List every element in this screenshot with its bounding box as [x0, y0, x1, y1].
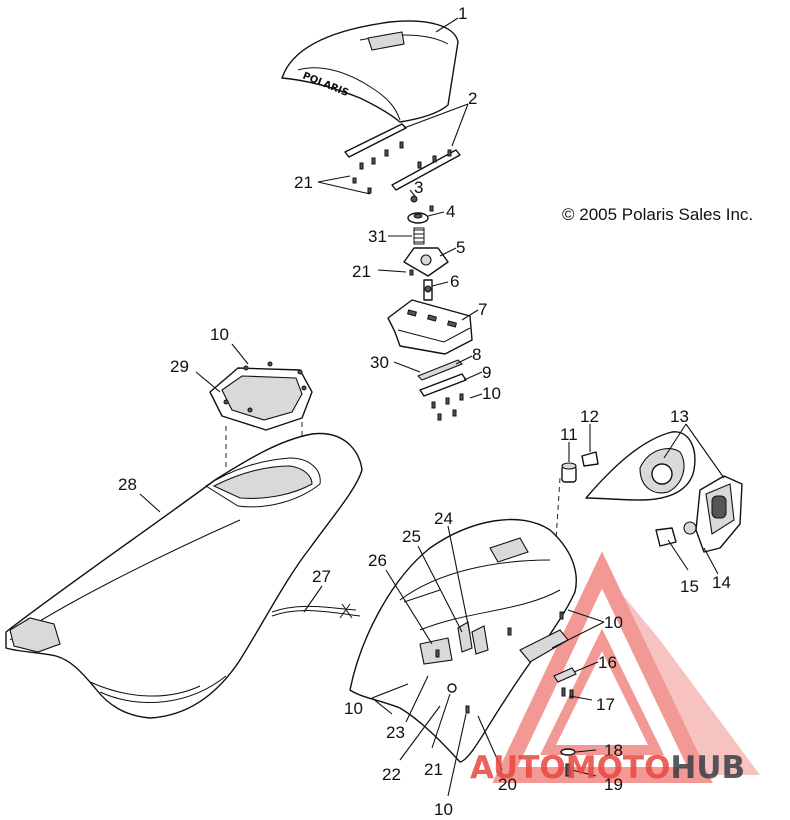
callout-29: 29	[170, 357, 189, 376]
callout-11: 11	[560, 425, 578, 444]
callout-6: 6	[450, 272, 459, 291]
callout-25: 25	[402, 527, 421, 546]
callout-13: 13	[670, 407, 689, 426]
callout-3: 3	[414, 178, 423, 197]
callout-15: 15	[680, 577, 699, 596]
callout-10c: 10	[604, 613, 623, 632]
callout-12: 12	[580, 407, 599, 426]
callout-22: 22	[382, 765, 401, 784]
part-main-seat	[5, 432, 363, 719]
callout-27: 27	[312, 567, 331, 586]
part-latch-plate	[387, 299, 473, 355]
callout-17: 17	[596, 695, 615, 714]
callout-18: 18	[604, 741, 623, 760]
callout-23: 23	[386, 723, 405, 742]
watermark-prefix: AUTO	[470, 750, 566, 786]
callout-1: 1	[458, 4, 467, 23]
callout-2: 2	[468, 89, 477, 108]
callout-10b: 10	[482, 384, 501, 403]
callout-9: 9	[482, 363, 491, 382]
part-latch-assembly	[403, 195, 449, 301]
callout-21c: 21	[424, 760, 443, 779]
part-plugs	[555, 451, 599, 541]
callout-7: 7	[478, 300, 487, 319]
callout-19: 19	[604, 775, 623, 794]
callout-26: 26	[368, 551, 387, 570]
callout-4: 4	[446, 202, 455, 221]
callout-30: 30	[370, 353, 389, 372]
callout-21: 21	[294, 173, 313, 192]
leader-lines	[139, 17, 725, 797]
callout-28: 28	[118, 475, 137, 494]
callout-16: 16	[598, 653, 617, 672]
callout-labels: 1 2 21 3 4 31 5 21 6 7 10 29 30 8 9 10 1…	[118, 4, 731, 819]
callout-5: 5	[456, 238, 465, 257]
watermark-logo	[492, 551, 760, 783]
part-taillight	[585, 431, 743, 553]
callout-10d: 10	[344, 699, 363, 718]
callout-14: 14	[712, 573, 731, 592]
callout-24: 24	[434, 509, 453, 528]
callout-8: 8	[472, 345, 481, 364]
part-cable	[271, 603, 361, 619]
part-seat-tray	[209, 361, 313, 470]
copyright-notice: © 2005 Polaris Sales Inc.	[562, 205, 753, 224]
part-mounting-strips	[344, 123, 461, 276]
part-latch-hardware	[417, 359, 467, 421]
callout-31: 31	[368, 227, 387, 246]
callout-10a: 10	[210, 325, 229, 344]
part-bulb	[655, 521, 697, 547]
part-seat-cowl: POLARIS	[281, 20, 459, 123]
watermark-text: AUTOMOTOHUB	[470, 750, 745, 786]
callout-20: 20	[498, 775, 517, 794]
callout-21b: 21	[352, 262, 371, 281]
part-rear-hardware	[553, 667, 577, 777]
watermark-middle: MOTO	[566, 750, 671, 786]
watermark-suffix: HUB	[670, 750, 745, 786]
callout-10e: 10	[434, 800, 453, 819]
